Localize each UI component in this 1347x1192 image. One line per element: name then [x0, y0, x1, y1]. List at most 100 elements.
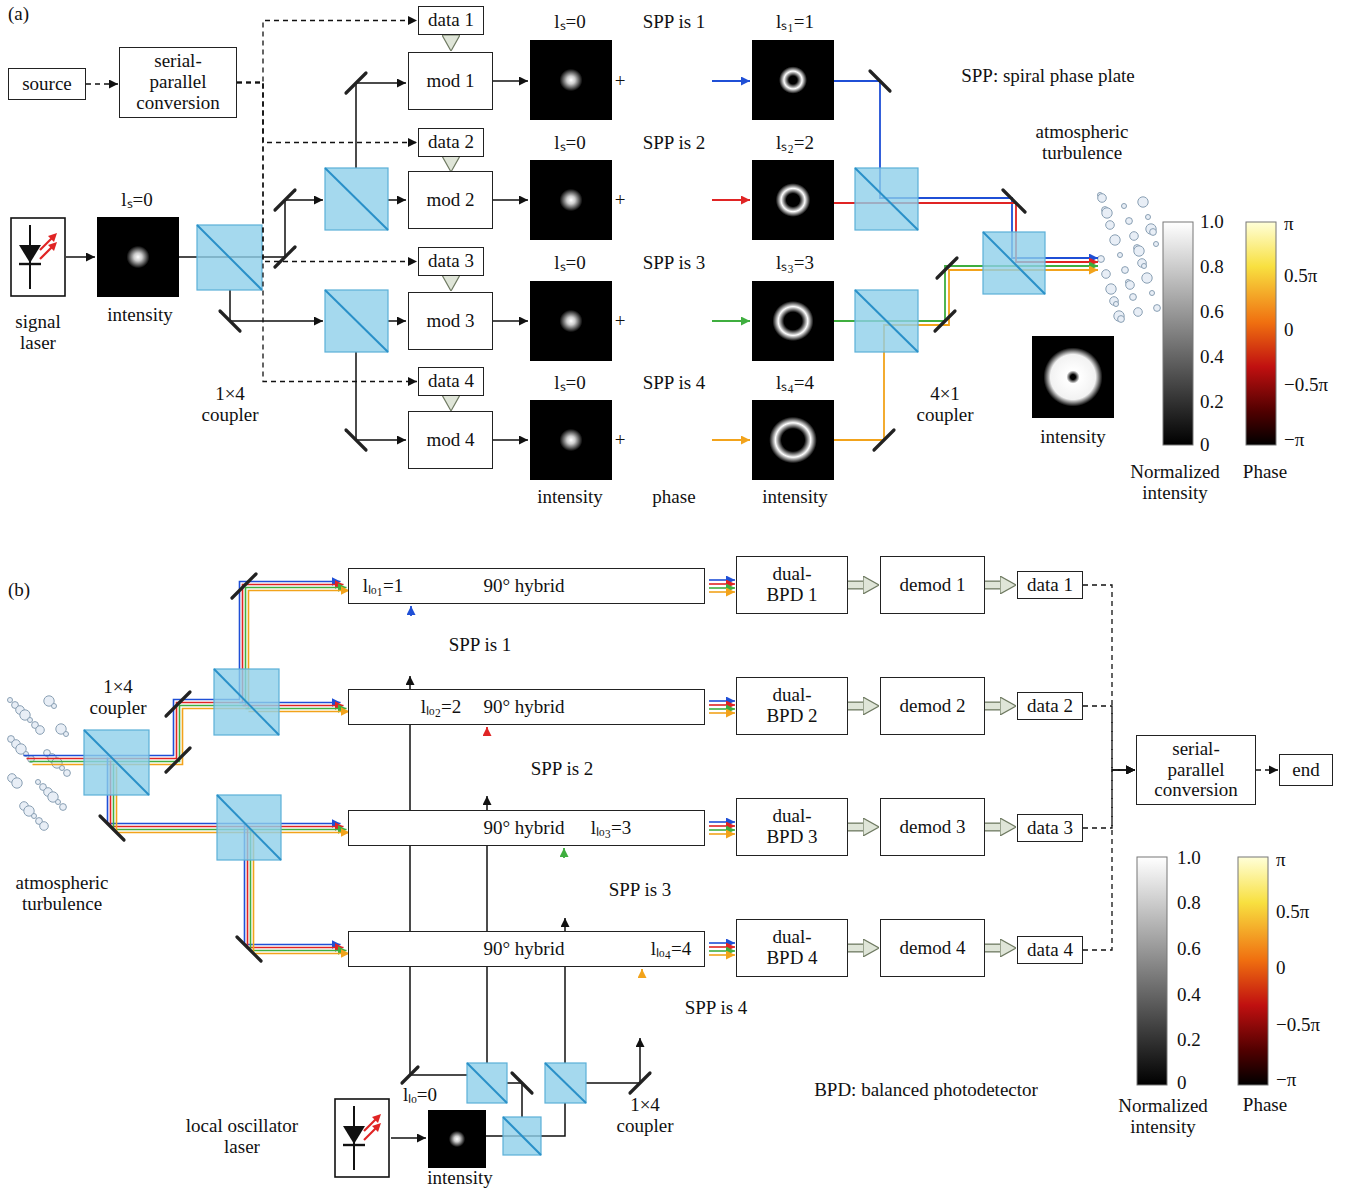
label: 0 [1177, 1073, 1187, 1094]
conversion-box: serial-parallel conversion [1136, 735, 1256, 806]
label: (b) [8, 580, 30, 601]
detector-box: dual-BPD 3 [736, 798, 848, 856]
label: Phase [1243, 462, 1287, 483]
label: intensity [762, 487, 827, 508]
hybrid-box: lₗₒ₁=190° hybrid [348, 568, 705, 604]
turbulence [8, 193, 1161, 831]
label: SPP is 3 [609, 880, 672, 901]
dashed-arrow [86, 84, 118, 85]
hybrid-box: lₗₒ₂=2 90° hybrid [348, 689, 705, 725]
label: SPP is 1 [643, 12, 706, 33]
box-text: data 1 [428, 10, 474, 31]
label: 0.8 [1200, 257, 1224, 278]
label: 0.2 [1177, 1030, 1201, 1051]
label: SPP is 4 [685, 998, 748, 1019]
box-text: data 4 [428, 371, 474, 392]
label: Normalized intensity [1110, 462, 1240, 504]
label: intensity [1040, 427, 1105, 448]
label: 0 [1200, 435, 1210, 456]
data-box: data 3 [418, 247, 484, 276]
demodulator-box: demod 3 [880, 798, 985, 856]
label: −0.5π [1284, 375, 1328, 396]
label: 4×1 coupler [900, 384, 990, 426]
label: lₛ=0 [554, 12, 586, 33]
label: −π [1276, 1070, 1296, 1091]
block-arrow [985, 585, 1002, 586]
dashed-arrow [1083, 585, 1135, 770]
beam-arrow [709, 701, 735, 713]
label: lₛ=0 [121, 190, 153, 211]
block-arrow [985, 827, 1002, 828]
box-text: dual-BPD 1 [760, 564, 824, 606]
box-text: demod 4 [900, 938, 966, 959]
box-text: dual-BPD 4 [760, 927, 824, 969]
label: lₛ₃=3 [776, 253, 814, 274]
label: 1.0 [1200, 212, 1224, 233]
demodulator-box: demod 1 [880, 556, 985, 614]
modulator-box: mod 2 [408, 171, 493, 229]
box-text: 90° hybrid [484, 697, 565, 718]
label: BPD: balanced photodetector [814, 1080, 1038, 1101]
detector-box: dual-BPD 1 [736, 556, 848, 614]
box-text: data 4 [1027, 940, 1073, 961]
label: lₛ=0 [554, 133, 586, 154]
label: lₛ₂=2 [776, 133, 814, 154]
label: SPP is 4 [643, 373, 706, 394]
label: SPP: spiral phase plate [961, 66, 1135, 87]
data-box: data 4 [418, 367, 484, 396]
label: SPP is 3 [643, 253, 706, 274]
data-box: data 2 [418, 128, 484, 157]
beam-line [66, 81, 640, 1138]
dashed-arrow [237, 83, 417, 262]
label: + [615, 71, 626, 92]
data-box: data 1 [1017, 571, 1083, 600]
box-text: mod 4 [426, 430, 474, 451]
block-arrow [848, 948, 865, 949]
label: SPP is 2 [531, 759, 594, 780]
box-text: lₗₒ₄=4 [651, 939, 692, 960]
conversion-box: serial-parallel conversion [119, 47, 237, 118]
dashed-arrow [237, 20, 417, 82]
modulator-box: mod 4 [408, 411, 493, 469]
box-text: data 2 [428, 132, 474, 153]
hybrid-box: 90° hybridlₗₒ₃=3 [348, 810, 705, 846]
laser-symbol [11, 218, 65, 296]
dashed-arrow [237, 83, 417, 382]
box-text: demod 1 [900, 575, 966, 596]
label: 0.6 [1200, 302, 1224, 323]
box-text: end [1292, 760, 1319, 781]
block-arrow [451, 35, 452, 37]
box-text: 90° hybrid [484, 576, 565, 597]
modulator-box: mod 1 [408, 52, 493, 110]
laser-symbol [335, 1099, 389, 1177]
beam-arrow [709, 580, 735, 592]
label: lₛ₄=4 [776, 373, 814, 394]
dashed-arrow [1083, 770, 1135, 950]
label: lₛ=0 [554, 373, 586, 394]
label: Normalized intensity [1098, 1096, 1228, 1138]
label: 1×4 coupler [73, 677, 163, 719]
data-box: data 3 [1017, 814, 1083, 843]
end-box: end [1279, 754, 1333, 786]
box-text: data 3 [428, 251, 474, 272]
block-arrow [451, 276, 452, 277]
box-text: serial-parallel conversion [1146, 739, 1246, 802]
label: (a) [8, 4, 29, 25]
label: 0.4 [1200, 347, 1224, 368]
label: atmospheric turbulence [0, 873, 132, 915]
box-text: lₗₒ₂=2 [421, 697, 462, 718]
block-arrow [985, 706, 1002, 707]
block-arrow [848, 585, 865, 586]
box-text: source [22, 74, 72, 95]
modulator-box: mod 3 [408, 292, 493, 350]
label: local oscillator laser [167, 1116, 317, 1158]
label: 0 [1276, 958, 1286, 979]
label: lₛ₁=1 [776, 12, 814, 33]
detector-box: dual-BPD 2 [736, 677, 848, 735]
label: intensity [427, 1168, 492, 1189]
label: 0.5π [1284, 266, 1317, 287]
detector-box: dual-BPD 4 [736, 919, 848, 977]
label: SPP is 2 [643, 133, 706, 154]
label: intensity [537, 487, 602, 508]
label: phase [652, 487, 695, 508]
